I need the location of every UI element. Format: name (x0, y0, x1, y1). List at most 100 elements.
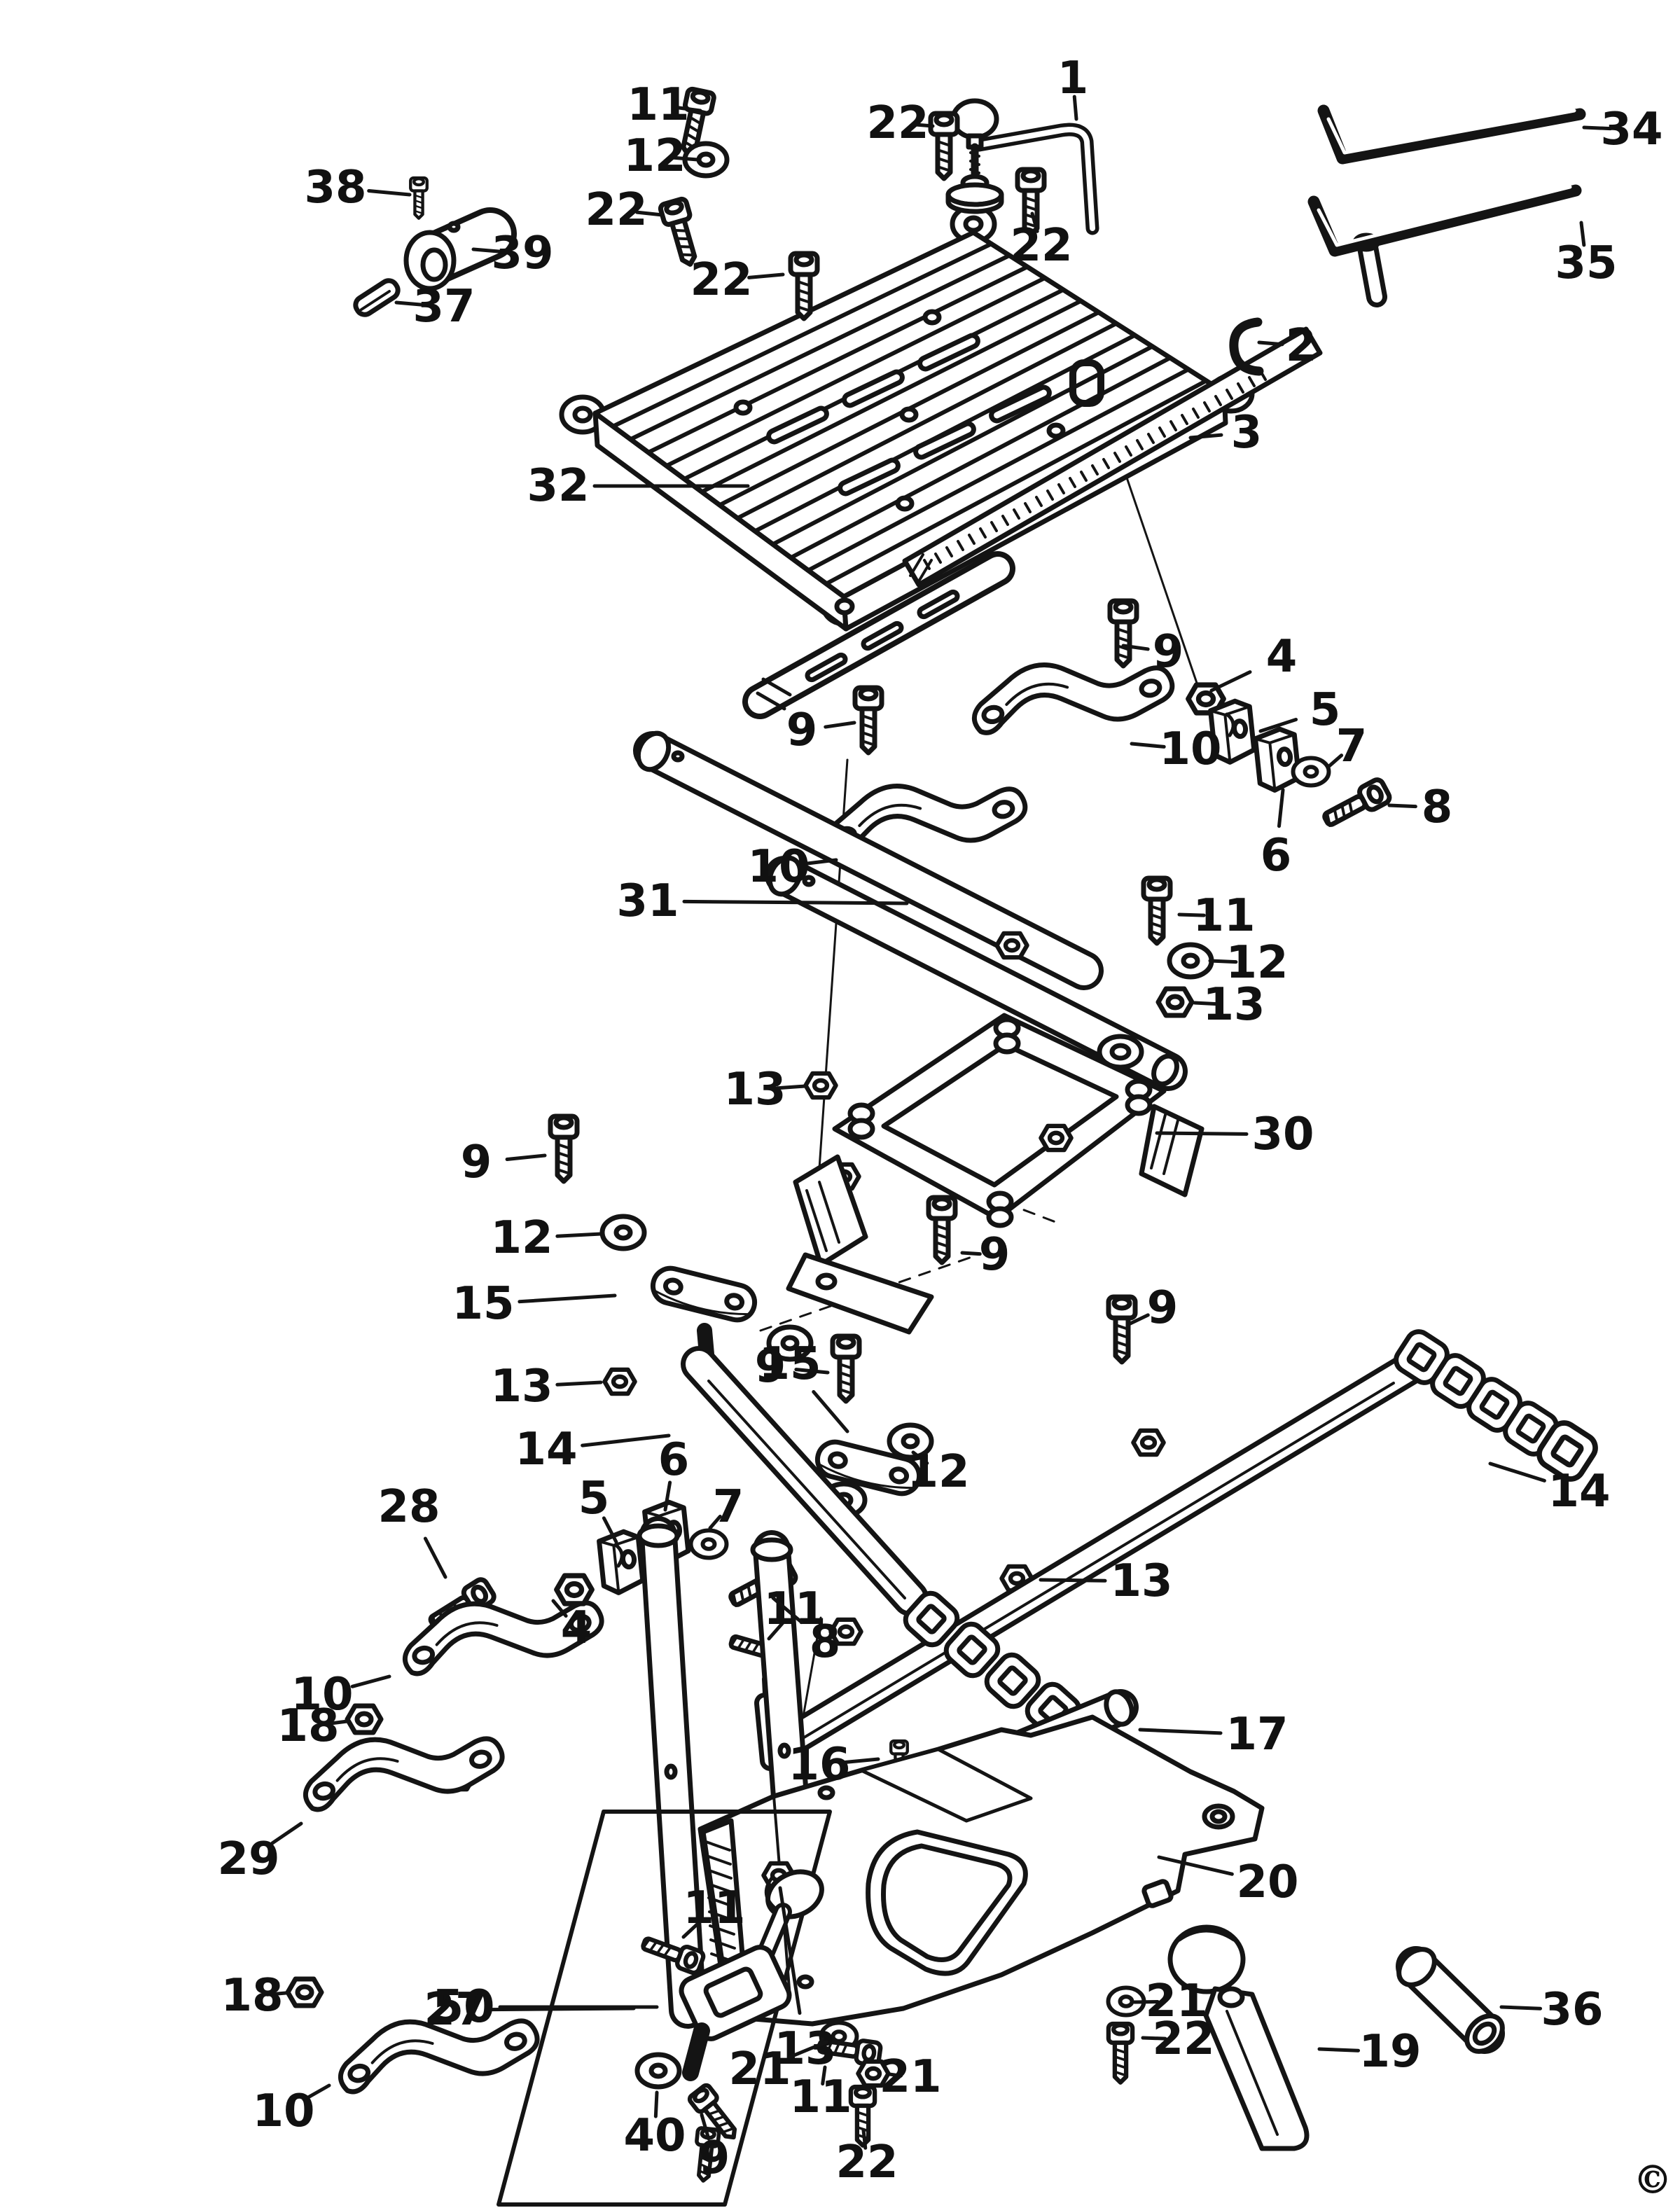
callout-leader-9-37 (794, 1368, 830, 1375)
callout-leader-5-67 (602, 1516, 618, 1544)
callout-label-36-65: 36 (1541, 1984, 1603, 2036)
washer-12 (1169, 945, 1212, 977)
part-31-guide-tube (765, 855, 1188, 1091)
callout-label-40-56: 40 (623, 2110, 686, 2162)
callout-leader-13-28 (775, 1084, 807, 1090)
callout-leader-13-33 (555, 1380, 603, 1387)
callout-leader-17-52 (1138, 1728, 1223, 1735)
block-5 (599, 1530, 644, 1594)
callout-leader-15-38 (812, 1390, 849, 1433)
callout-label-28-41: 28 (377, 1481, 440, 1533)
callout-label-11-59: 11 (789, 2071, 852, 2123)
callout-leader-11-59 (821, 2065, 827, 2086)
callout-leader-21-60 (887, 2072, 903, 2078)
callout-label-37-5: 37 (412, 281, 475, 333)
callout-label-15-32: 15 (452, 1278, 514, 1330)
callout-leader-1-7 (1072, 95, 1078, 121)
screw-22 (1109, 2024, 1132, 2083)
nut-13 (1133, 1431, 1163, 1454)
nut-18 (288, 1979, 321, 2006)
bracket-10 (966, 639, 1176, 749)
screw-9 (1110, 601, 1137, 666)
callout-label-10-48: 10 (252, 2085, 314, 2137)
callout-label-22-63: 22 (1152, 2013, 1214, 2065)
callout-leader-22-6 (912, 123, 935, 128)
callout-label-22-6: 22 (866, 97, 929, 149)
callout-label-7-21: 7 (1336, 721, 1368, 772)
callout-label-3-13: 3 (1231, 407, 1263, 459)
callout-label-4-19: 4 (1266, 631, 1298, 683)
callout-label-10-17: 10 (1159, 723, 1221, 775)
callout-leader-15-32 (518, 1293, 617, 1304)
callout-label-13-33: 13 (490, 1361, 553, 1412)
screw-9 (1109, 1297, 1135, 1362)
callout-label-38-3: 38 (304, 162, 366, 214)
callout-leader-11-0 (675, 106, 702, 113)
callout-label-22-2: 22 (585, 184, 647, 236)
callout-label-17-52: 17 (1226, 1709, 1288, 1761)
screw-9 (833, 1336, 859, 1401)
callout-leader-19-64 (1317, 2047, 1361, 2053)
callout-leader-39-4 (471, 247, 502, 254)
callout-label-20-53: 20 (1236, 1856, 1298, 1908)
callout-leader-9-57 (700, 2113, 711, 2141)
callout-leader-29-46 (270, 1821, 303, 1845)
callout-leader-30-29 (1155, 1131, 1249, 1136)
callout-label-13-27: 13 (1202, 979, 1265, 1031)
callout-label-1-7: 1 (1057, 53, 1089, 104)
callout-label-9-37: 9 (755, 1341, 786, 1393)
callout-label-2-12: 2 (1286, 320, 1317, 372)
callout-leader-13-45 (1039, 1578, 1107, 1583)
callout-leader-3-13 (1188, 433, 1223, 440)
washer-7 (1293, 758, 1329, 785)
callout-leader-10-48 (302, 2083, 331, 2102)
callout-leader-14-34 (581, 1433, 671, 1447)
callout-label-9-35: 9 (979, 1229, 1011, 1281)
callout-leader-21-62 (1132, 1999, 1160, 2004)
callout-leader-7-69 (708, 1515, 722, 1530)
callout-label-5-20: 5 (1310, 684, 1341, 736)
part-30-carriage-frame (786, 1013, 1205, 1335)
callout-label-39-4: 39 (491, 228, 553, 279)
callout-label-11-50: 11 (683, 1882, 745, 1934)
callout-leader-14-44 (1488, 1461, 1546, 1483)
callout-leader-18-42 (324, 1719, 349, 1726)
callout-label-9-16: 9 (786, 704, 818, 756)
callout-label-32-14: 32 (527, 460, 589, 512)
callout-label-11-25: 11 (1193, 890, 1255, 942)
callout-label-14-34: 14 (515, 1424, 577, 1476)
callout-leader-21-58 (788, 2040, 828, 2059)
callout-leader-11-43 (767, 1620, 785, 1641)
callout-leader-22-2 (635, 210, 665, 217)
screw-9 (550, 1116, 577, 1181)
callout-leader-20-53 (1157, 1855, 1234, 1876)
nut-13 (805, 1074, 835, 1097)
callout-leader-22-61 (861, 2128, 868, 2150)
callout-label-35-9: 35 (1555, 237, 1617, 289)
callout-label-8-22: 8 (1422, 782, 1453, 833)
callout-label-9-57: 9 (699, 2132, 730, 2184)
callout-label-16-51: 16 (788, 1739, 850, 1791)
block-5 (1210, 700, 1256, 763)
part-39-pivot-cylinder (403, 207, 517, 291)
part-2-retaining-clip (1229, 317, 1264, 376)
callout-leader-11-50 (681, 1919, 702, 1939)
table-ribs (611, 242, 1208, 585)
callout-label-8-70: 8 (810, 1616, 841, 1668)
callout-leader-22-11 (1030, 211, 1039, 233)
callout-leader-37-5 (394, 300, 424, 307)
callout-label-19-64: 19 (1359, 2026, 1421, 2078)
catch-loop (1069, 359, 1104, 407)
callout-label-12-1: 12 (623, 130, 686, 182)
callout-leader-36-65 (1499, 2005, 1543, 2011)
callout-leader-22-10 (747, 272, 785, 279)
callout-label-9-30: 9 (461, 1137, 492, 1188)
callout-leader-9-16 (824, 721, 856, 729)
callout-leader-10-40 (350, 1674, 391, 1688)
callout-label-30-29: 30 (1251, 1109, 1314, 1160)
callout-label-22-11: 22 (1010, 220, 1072, 272)
callout-leader-28-41 (423, 1536, 447, 1579)
part-34-hex-key (1317, 104, 1586, 165)
callout-leader-22-63 (1141, 2036, 1167, 2041)
callout-label-27-49: 27 (424, 1984, 486, 2036)
